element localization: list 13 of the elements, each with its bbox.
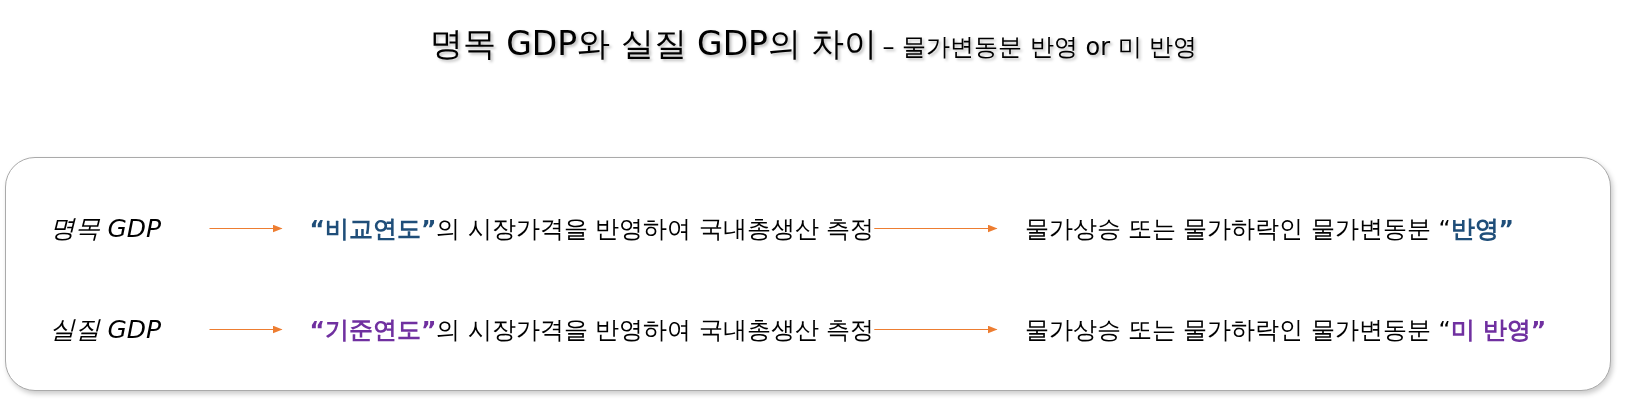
subtitle-text: – 물가변동분 반영 or 미 반영 <box>882 33 1198 61</box>
arrow <box>208 325 283 334</box>
arrow <box>208 224 283 233</box>
term-label: 실질 GDP <box>34 314 210 345</box>
description-text: 물가상승 또는 물가하락인 물가변동분 “반영” <box>996 213 1602 244</box>
rounded-panel <box>5 157 1611 391</box>
arrow <box>873 224 998 233</box>
description-text: 물가상승 또는 물가하락인 물가변동분 “미 반영” <box>996 314 1602 345</box>
arrow <box>873 325 998 334</box>
description-text: “비교연도”의 시장가격을 반영하여 국내총생산 측정 <box>281 213 875 244</box>
description-text: “기준연도”의 시장가격을 반영하여 국내총생산 측정 <box>281 314 875 345</box>
term-label: 명목 GDP <box>34 213 210 244</box>
title-text: 명목 GDP와 실질 GDP의 차이 <box>429 24 878 63</box>
